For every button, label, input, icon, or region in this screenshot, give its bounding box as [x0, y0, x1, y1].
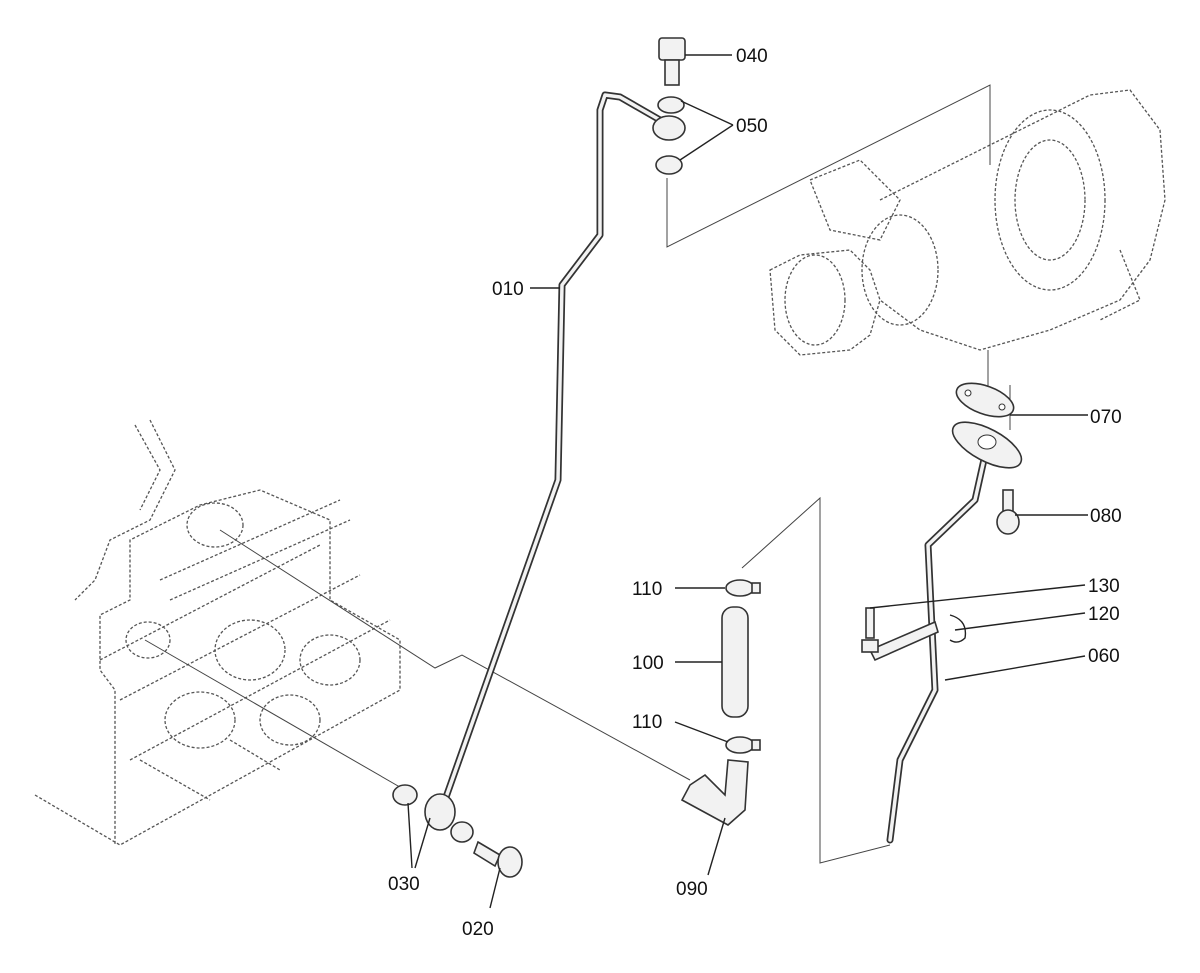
- label-050: 050: [736, 116, 768, 137]
- bolt-080: [996, 489, 1020, 535]
- label-040: 040: [736, 46, 768, 67]
- label-070: 070: [1090, 407, 1122, 428]
- banjo-bolt-040: [658, 37, 686, 86]
- reference-lines: [144, 84, 1011, 864]
- callout-labels: 040 050 010 070 080 110 130 120 060 100 …: [388, 46, 1122, 940]
- gaskets-030: [392, 784, 474, 843]
- gasket-070: [955, 382, 1015, 418]
- callout-leaders: [407, 54, 1088, 909]
- label-010: 010: [492, 279, 524, 300]
- hose-clamp-110-top: [725, 579, 761, 597]
- label-030: 030: [388, 874, 420, 895]
- label-120: 120: [1088, 604, 1120, 625]
- label-060: 060: [1088, 646, 1120, 667]
- label-110-bottom: 110: [632, 712, 662, 733]
- label-080: 080: [1090, 506, 1122, 527]
- hose-clamp-110-bottom: [725, 736, 761, 754]
- oil-pipe-010: [441, 91, 664, 804]
- label-100: 100: [632, 653, 664, 674]
- label-020: 020: [462, 919, 494, 940]
- turbocharger-illustration: [769, 89, 1166, 356]
- pipe-flange: [951, 421, 1023, 469]
- label-110-top: 110: [632, 579, 662, 600]
- hose-100: [721, 606, 749, 718]
- banjo-bolt-020: [473, 840, 523, 878]
- clamp-bolt-130: [861, 607, 879, 653]
- label-090: 090: [676, 879, 708, 900]
- pipe-clamp-120: [868, 614, 967, 662]
- return-pipe-060: [886, 451, 989, 844]
- elbow-hose-090: [680, 759, 749, 826]
- engine-block-illustration: [34, 419, 401, 846]
- label-130: 130: [1088, 576, 1120, 597]
- gaskets-050: [652, 96, 686, 175]
